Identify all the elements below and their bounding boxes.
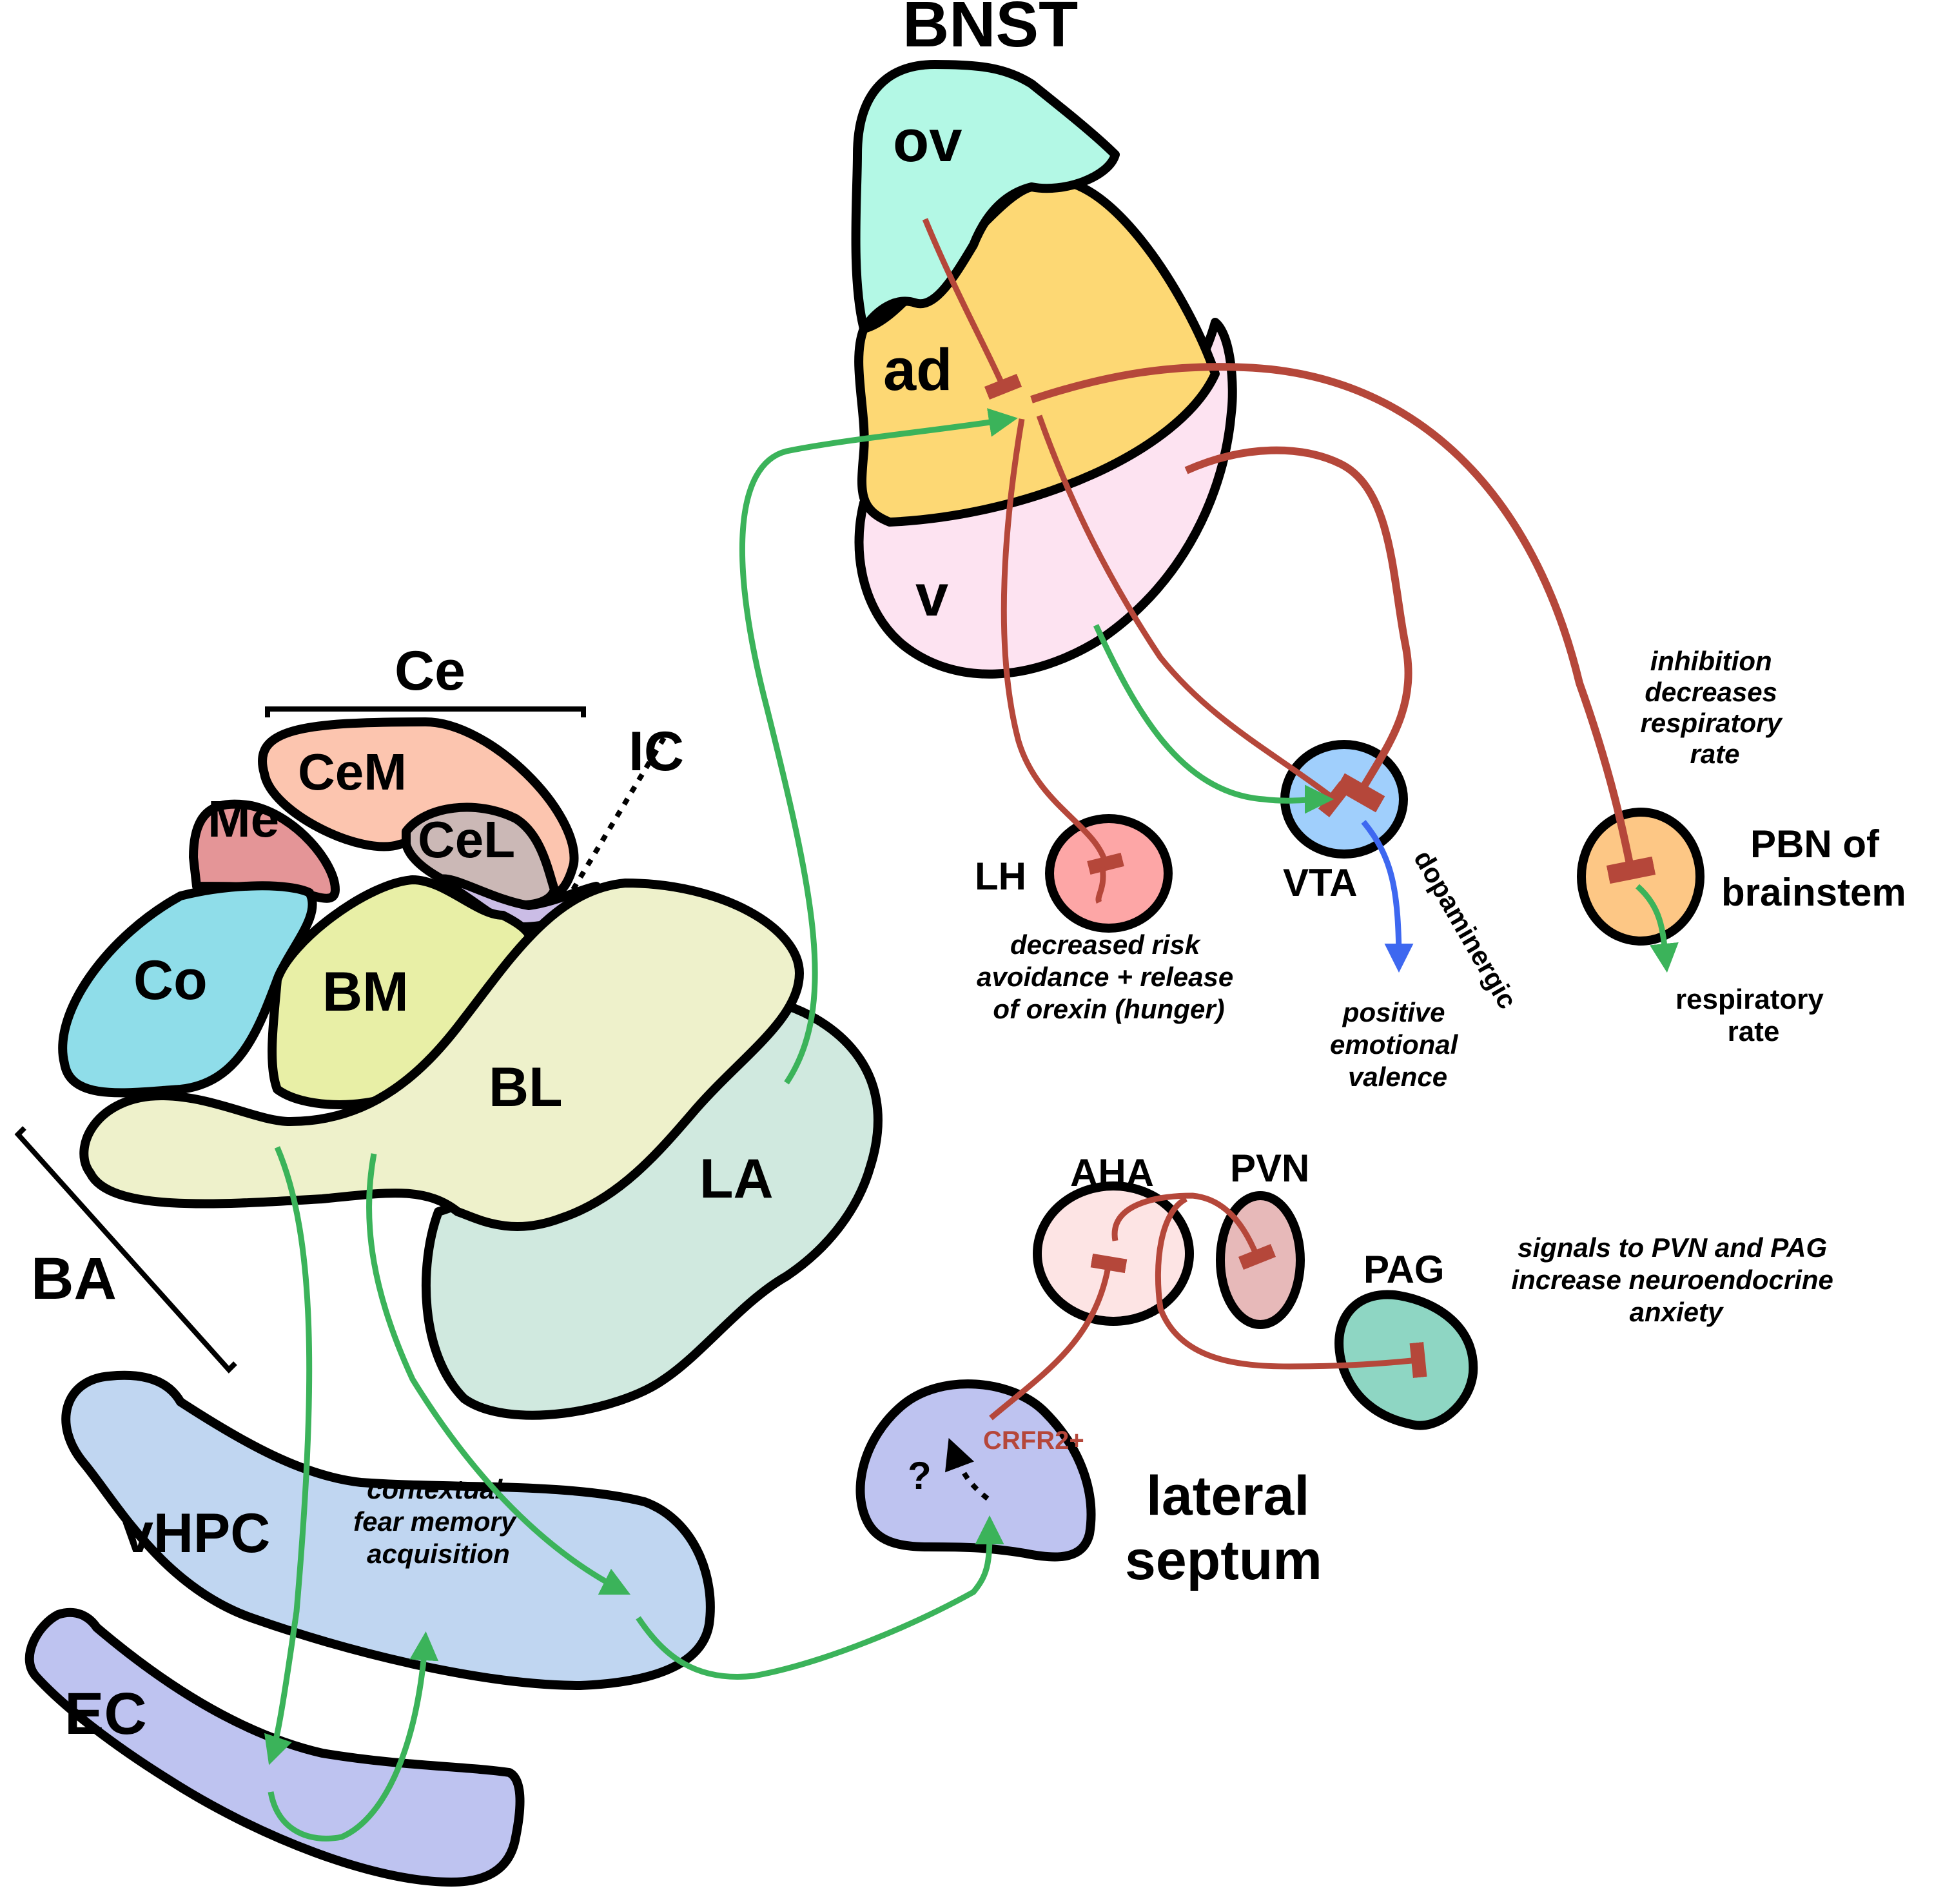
label-cem: CeM — [298, 743, 407, 801]
label-ls-2: septum — [1125, 1530, 1322, 1591]
conn-la-ad — [739, 408, 1018, 1085]
region-ov[interactable] — [851, 60, 1120, 333]
label-ov: ov — [893, 108, 962, 174]
label-question: ? — [908, 1454, 932, 1497]
ce-bracket — [265, 706, 586, 717]
label-pbn-2: brainstem — [1721, 871, 1906, 914]
label-v: v — [915, 563, 948, 628]
label-bm: BM — [322, 961, 409, 1023]
dopaminergic-label: dopaminergic — [1408, 845, 1523, 1014]
target-nuclei: LH VTA PBN of brainstem AHA PVN PAG late… — [855, 740, 1906, 1591]
pbn-note: inhibition decreases respiratory rate — [1640, 646, 1789, 769]
label-vta: VTA — [1283, 861, 1358, 904]
pvn-pag-note: signals to PVN and PAG increase neuroend… — [1511, 1232, 1841, 1327]
conn-vhpc-ls — [636, 1515, 1004, 1680]
label-bl: BL — [489, 1056, 563, 1118]
label-ec: EC — [64, 1681, 147, 1747]
ic-pointer-dotted — [565, 736, 667, 901]
ba-bracket — [14, 1126, 237, 1374]
region-co[interactable] — [58, 881, 317, 1098]
label-ad: ad — [883, 337, 952, 403]
region-pbn[interactable] — [1577, 808, 1704, 946]
region-aha[interactable] — [1033, 1181, 1194, 1326]
conn-v-vta-exc — [1093, 624, 1334, 814]
vhpc-note: contextual fear memory acquisition — [353, 1474, 523, 1569]
conn-ls-aha — [989, 1253, 1128, 1421]
label-ba: BA — [31, 1246, 117, 1312]
region-cem[interactable] — [258, 717, 579, 899]
conn-ec-vhpc — [268, 1631, 439, 1841]
label-crfr2: CRFR2+ — [983, 1426, 1084, 1455]
conn-aha-pvn — [1111, 1192, 1276, 1270]
bnst-group: BNST ov ad v — [851, 0, 1237, 679]
conn-ad-vta — [1036, 414, 1351, 817]
hippocampal-group: vHPC EC contextual fear memory acquisiti… — [24, 1370, 715, 1887]
label-vhpc: vHPC — [122, 1502, 270, 1564]
conn-ad-lh — [1001, 418, 1124, 875]
label-pag: PAG — [1363, 1248, 1445, 1291]
conn-vta-dopaminergic — [1361, 820, 1414, 973]
region-vhpc[interactable] — [61, 1370, 715, 1690]
label-ls-1: lateral — [1146, 1465, 1309, 1527]
region-bl[interactable] — [79, 879, 804, 1231]
amygdala-group: Ce Me CeM CeL IC Co BM BL LA BA — [14, 640, 883, 1420]
label-me: Me — [208, 790, 279, 848]
label-la: LA — [699, 1148, 774, 1210]
conn-aha-pag — [1155, 1196, 1427, 1378]
label-lh: LH — [975, 855, 1026, 898]
conn-bl-vhpc — [366, 1153, 631, 1595]
bnst-title: BNST — [903, 0, 1078, 61]
conn-pbn-respiratory — [1635, 884, 1679, 973]
connections — [264, 218, 1679, 1841]
conn-v-vta-inh — [1184, 446, 1412, 813]
label-pvn: PVN — [1230, 1147, 1309, 1190]
conn-bl-ec — [264, 1146, 313, 1765]
respiratory-label: respiratory rate — [1675, 984, 1831, 1047]
label-aha: AHA — [1070, 1151, 1154, 1194]
label-cel: CeL — [418, 811, 515, 868]
ls-dotted-arrow — [945, 1438, 990, 1501]
conn-ov-ad — [922, 218, 1022, 400]
label-pbn-1: PBN of — [1750, 822, 1880, 866]
conn-ad-pbn — [1030, 363, 1656, 884]
conn-lh-inner — [1095, 866, 1106, 904]
lh-note: decreased risk avoidance + release of or… — [977, 929, 1241, 1024]
label-co: Co — [133, 949, 208, 1011]
region-lh[interactable] — [1045, 814, 1173, 933]
vta-note: positive emotional valence — [1330, 997, 1465, 1092]
label-ce: Ce — [395, 640, 465, 702]
region-lateral-septum[interactable] — [855, 1379, 1096, 1562]
